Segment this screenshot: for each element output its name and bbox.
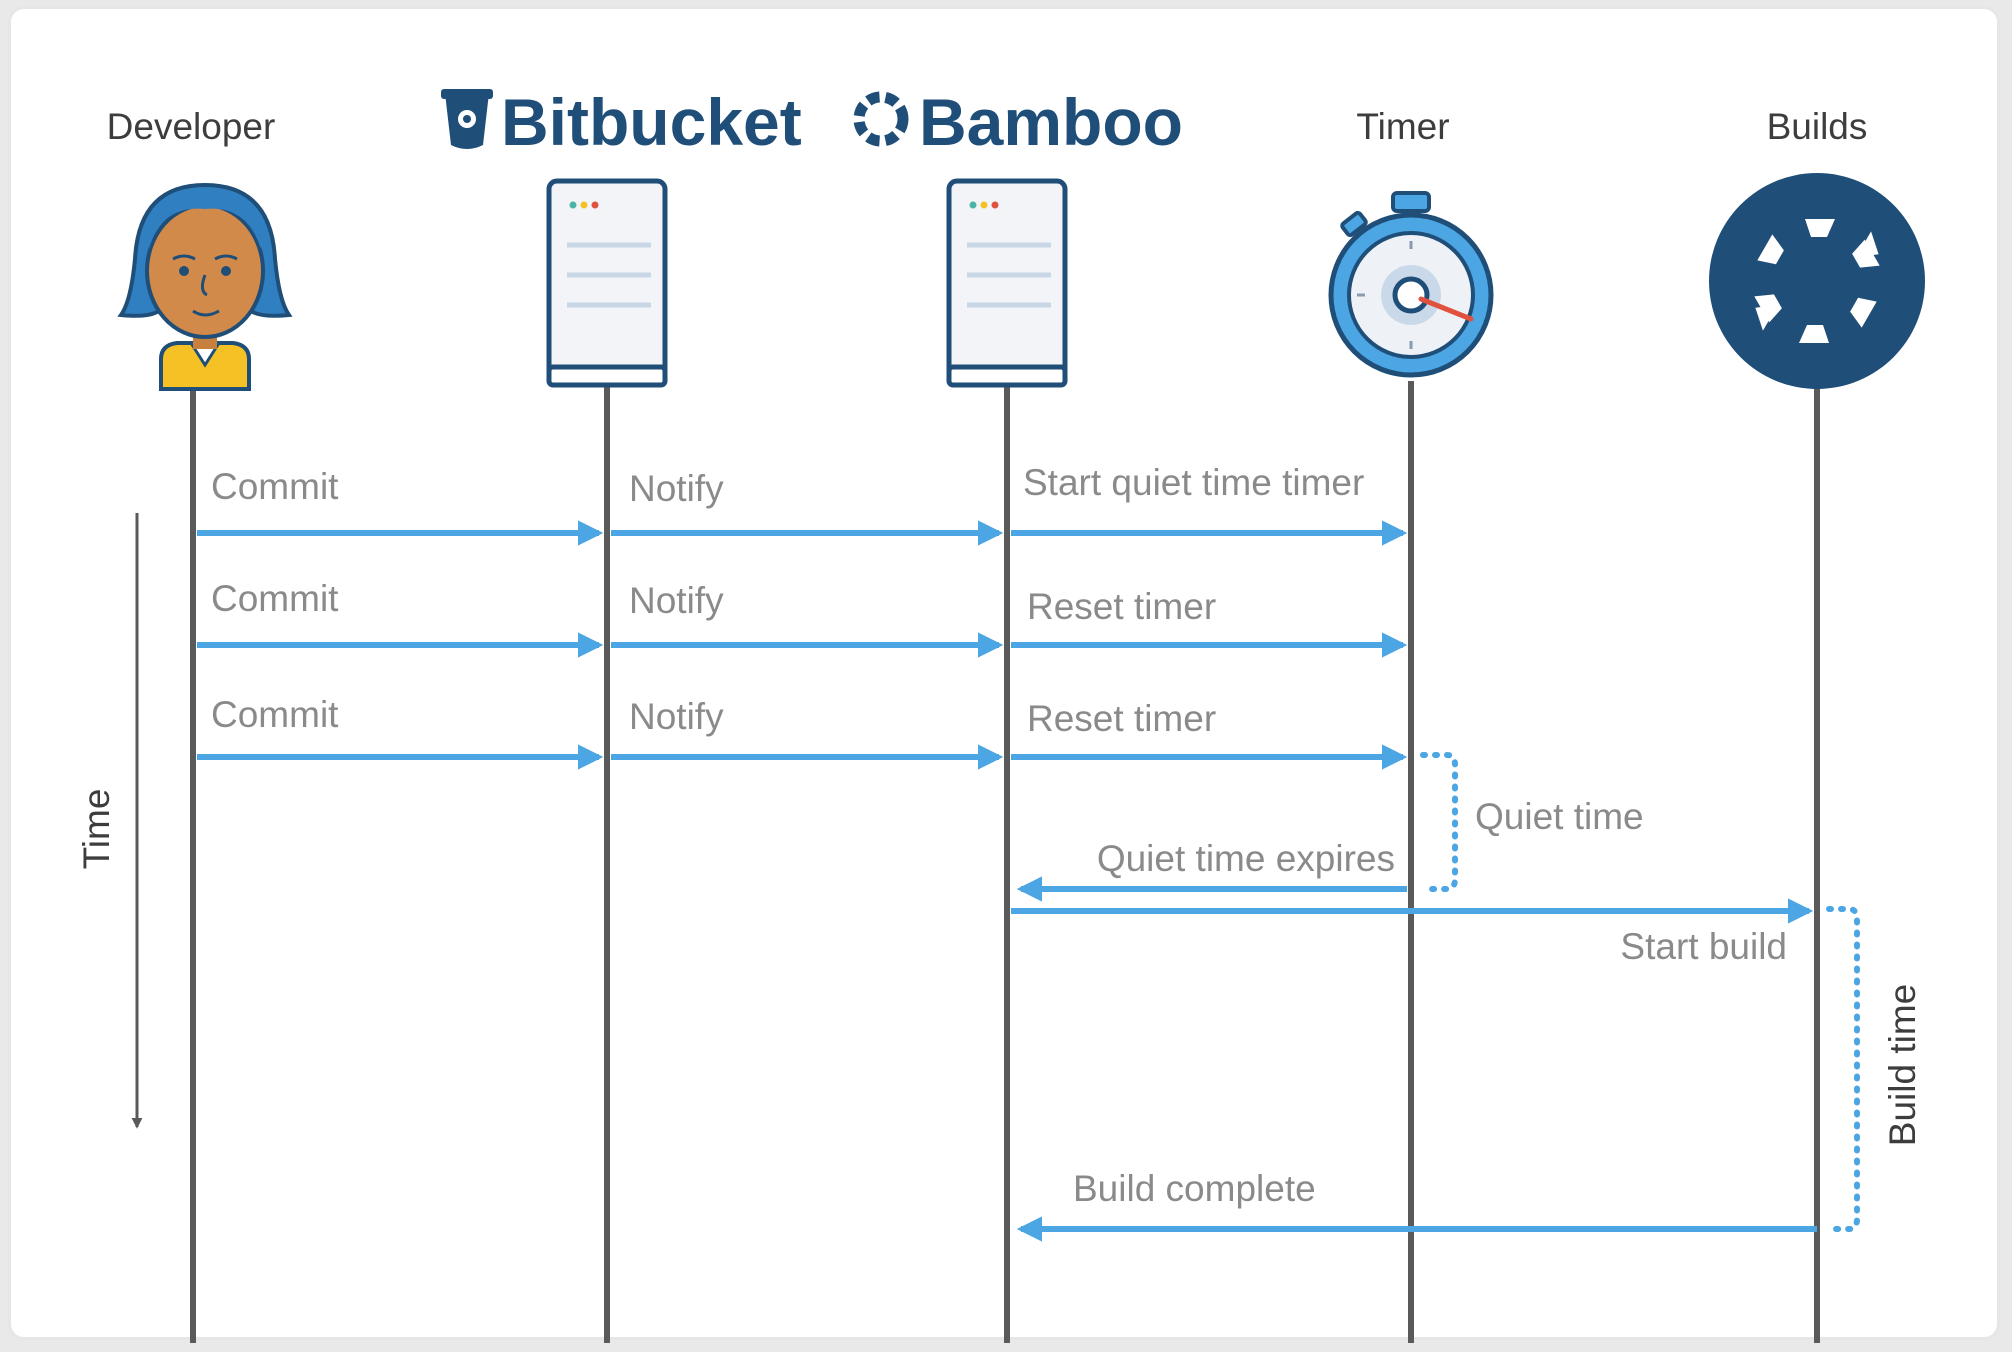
actor-label-builds: Builds — [1767, 106, 1868, 147]
label-build-time: Build time — [1882, 984, 1923, 1146]
label-reset-2: Reset timer — [1027, 698, 1216, 739]
label-commit-2: Commit — [211, 578, 339, 619]
builds-icon — [1709, 173, 1925, 389]
label-start-timer: Start quiet time timer — [1023, 462, 1364, 503]
bracket-quiet-time — [1420, 752, 1458, 892]
brand-bitbucket: Bitbucket — [501, 85, 802, 159]
stopwatch-icon — [1328, 191, 1494, 378]
label-notify-2: Notify — [629, 580, 724, 621]
label-build-complete: Build complete — [1073, 1168, 1316, 1209]
sequence-diagram: Developer Timer Builds Bitbucket Bamboo — [8, 6, 2000, 1343]
label-start-build: Start build — [1620, 926, 1787, 967]
diagram-canvas: Developer Timer Builds Bitbucket Bamboo — [76, 85, 1925, 1343]
server-icon-bitbucket — [546, 178, 668, 388]
server-icon-bamboo — [946, 178, 1068, 388]
label-notify-3: Notify — [629, 696, 724, 737]
label-commit-1: Commit — [211, 466, 339, 507]
label-commit-3: Commit — [211, 694, 339, 735]
bitbucket-logo-icon — [441, 89, 493, 149]
bamboo-logo-icon — [853, 91, 909, 147]
brand-bamboo: Bamboo — [919, 85, 1183, 159]
label-notify-1: Notify — [629, 468, 724, 509]
developer-avatar — [117, 182, 293, 391]
label-reset-1: Reset timer — [1027, 586, 1216, 627]
label-quiet-time: Quiet time — [1475, 796, 1644, 837]
bracket-build-time — [1826, 906, 1860, 1232]
actor-label-timer: Timer — [1356, 106, 1449, 147]
time-axis-label: Time — [76, 789, 117, 870]
actor-label-developer: Developer — [107, 106, 276, 147]
label-quiet-time-expires: Quiet time expires — [1097, 838, 1395, 879]
